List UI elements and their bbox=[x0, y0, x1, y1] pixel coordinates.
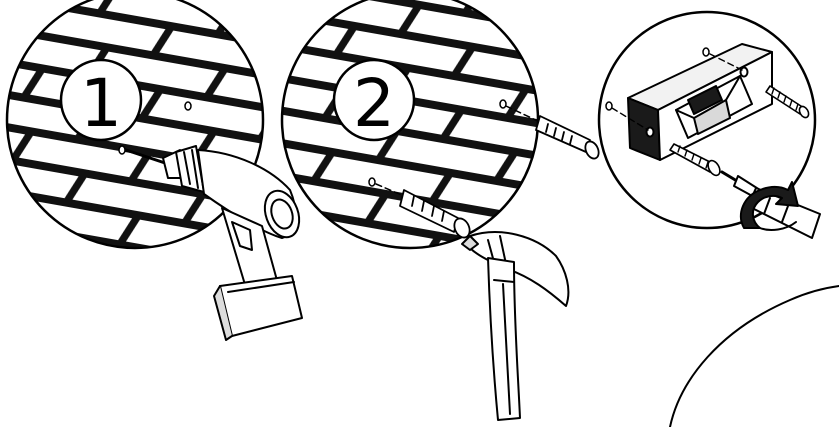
wall-plug-icon bbox=[536, 116, 601, 161]
step-2-badge: 2 bbox=[334, 60, 414, 142]
step-1-number: 1 bbox=[80, 65, 122, 142]
hammer-icon bbox=[462, 232, 568, 420]
step-1-badge: 1 bbox=[61, 60, 141, 142]
hole-mark bbox=[185, 102, 191, 110]
step-2-panel: 2 bbox=[275, 0, 601, 420]
step-2-number: 2 bbox=[353, 65, 395, 142]
hole-mark bbox=[606, 102, 612, 110]
hole-mark bbox=[500, 100, 506, 108]
brick-wall bbox=[275, 0, 555, 260]
detail-panel bbox=[599, 12, 820, 238]
hole-mark bbox=[119, 146, 125, 154]
step-1-panel: 1 bbox=[0, 0, 305, 340]
hole-mark bbox=[703, 48, 709, 56]
hole-mark bbox=[369, 178, 375, 186]
next-panel-circle bbox=[670, 286, 839, 427]
